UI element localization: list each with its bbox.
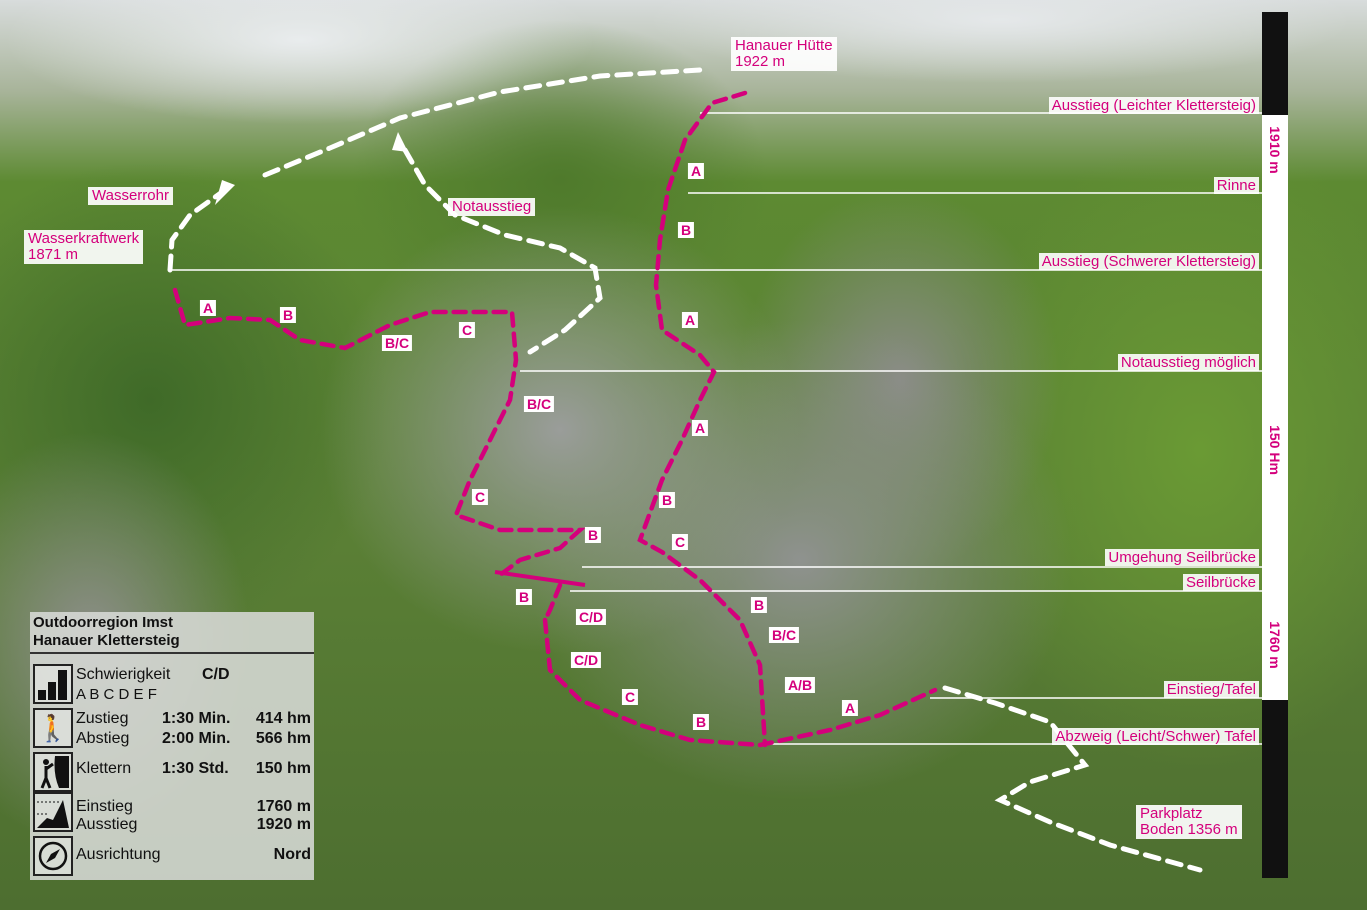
scale-bar-top: [1262, 12, 1288, 115]
scale-top-label: 1910 m: [1267, 126, 1283, 174]
start-label: Einstieg: [76, 798, 133, 815]
difficulty-value: C/D: [202, 666, 230, 683]
grade-label: A/B: [784, 677, 816, 693]
grade-label: C: [471, 489, 489, 505]
elevation-marker-label: Umgehung Seilbrücke: [1105, 549, 1259, 566]
elevation-marker-label: Einstieg/Tafel: [1163, 681, 1259, 698]
approach-hm: 414 hm: [255, 710, 311, 727]
grade-label: B: [279, 307, 297, 323]
grade-label: C: [671, 534, 689, 550]
difficulty-label: Schwierigkeit: [76, 666, 171, 683]
grade-label: B/C: [523, 396, 555, 412]
climb-time: 1:30 Std.: [162, 760, 229, 777]
parking-trail-path: [942, 685, 1203, 873]
grade-label: B: [677, 222, 695, 238]
grade-label: A: [687, 163, 705, 179]
grade-label: B: [658, 492, 676, 508]
grade-label: B: [692, 714, 710, 730]
arrow-icon: [392, 132, 408, 152]
scale-bar-climb: [1262, 115, 1288, 700]
descent-hm: 566 hm: [255, 730, 311, 747]
hiker-icon: 🚶: [33, 708, 73, 748]
scale-bottom-label: 1760 m: [1267, 621, 1283, 669]
easy-route-path: [637, 90, 768, 748]
difficult-route-path: [172, 287, 586, 578]
scale-middle-label: 150 Hm: [1267, 425, 1283, 475]
approach-time: 1:30 Min.: [162, 710, 231, 727]
grade-label: B/C: [381, 335, 413, 351]
emergency-exit-path: [402, 147, 603, 355]
elevation-marker-label: Ausstieg (Schwerer Klettersteig): [1038, 253, 1259, 270]
exit-alt: 1920 m: [256, 816, 311, 833]
elevation-marker-label: Abzweig (Leicht/Schwer) Tafel: [1052, 728, 1259, 745]
elevation-marker-label: Rinne: [1213, 177, 1259, 194]
grade-label: C: [621, 689, 639, 705]
upper-trail-path: [262, 67, 703, 178]
compass-icon: [33, 836, 73, 876]
grade-label: C: [458, 322, 476, 338]
grade-label: A: [841, 700, 859, 716]
exit-label: Ausstieg: [76, 816, 138, 833]
climb-hm: 150 hm: [255, 760, 311, 777]
grade-label: C/D: [575, 609, 607, 625]
orientation-label: Ausrichtung: [76, 846, 161, 863]
water-pipe-path: [167, 187, 228, 273]
orientation-value: Nord: [273, 846, 311, 863]
altitude-profile-icon: [33, 792, 73, 832]
grade-label: B: [515, 589, 533, 605]
grade-label: A: [691, 420, 709, 436]
grade-label: C/D: [570, 652, 602, 668]
grade-label: B/C: [768, 627, 800, 643]
grade-label: A: [199, 300, 217, 316]
rope-bridge: [494, 570, 586, 587]
climb-label: Klettern: [76, 760, 132, 777]
descent-label: Abstieg: [76, 730, 130, 747]
difficulty-scale: A B C D E F: [76, 686, 157, 703]
start-alt: 1760 m: [256, 798, 311, 815]
elevation-marker-label: Ausstieg (Leichter Klettersteig): [1048, 97, 1259, 114]
difficult-route-path: [542, 582, 563, 623]
approach-label: Zustieg: [76, 710, 129, 727]
elevation-marker-label: Seilbrücke: [1182, 574, 1259, 591]
water-pipe-label: Wasserrohr: [88, 187, 173, 205]
elevation-marker-label: Notausstieg möglich: [1117, 354, 1259, 371]
scale-bar-bottom: [1262, 700, 1288, 878]
grade-label: B: [584, 527, 602, 543]
emergency-exit-label: Notausstieg: [448, 198, 536, 216]
grade-label: B: [750, 597, 768, 613]
grade-label: A: [681, 312, 699, 328]
descent-time: 2:00 Min.: [162, 730, 231, 747]
guide-lines: [170, 112, 1262, 745]
entry-route-path: [542, 617, 938, 748]
arrow-icon: [215, 180, 235, 205]
difficulty-bars-icon: [33, 664, 73, 704]
climber-icon: [33, 752, 73, 792]
